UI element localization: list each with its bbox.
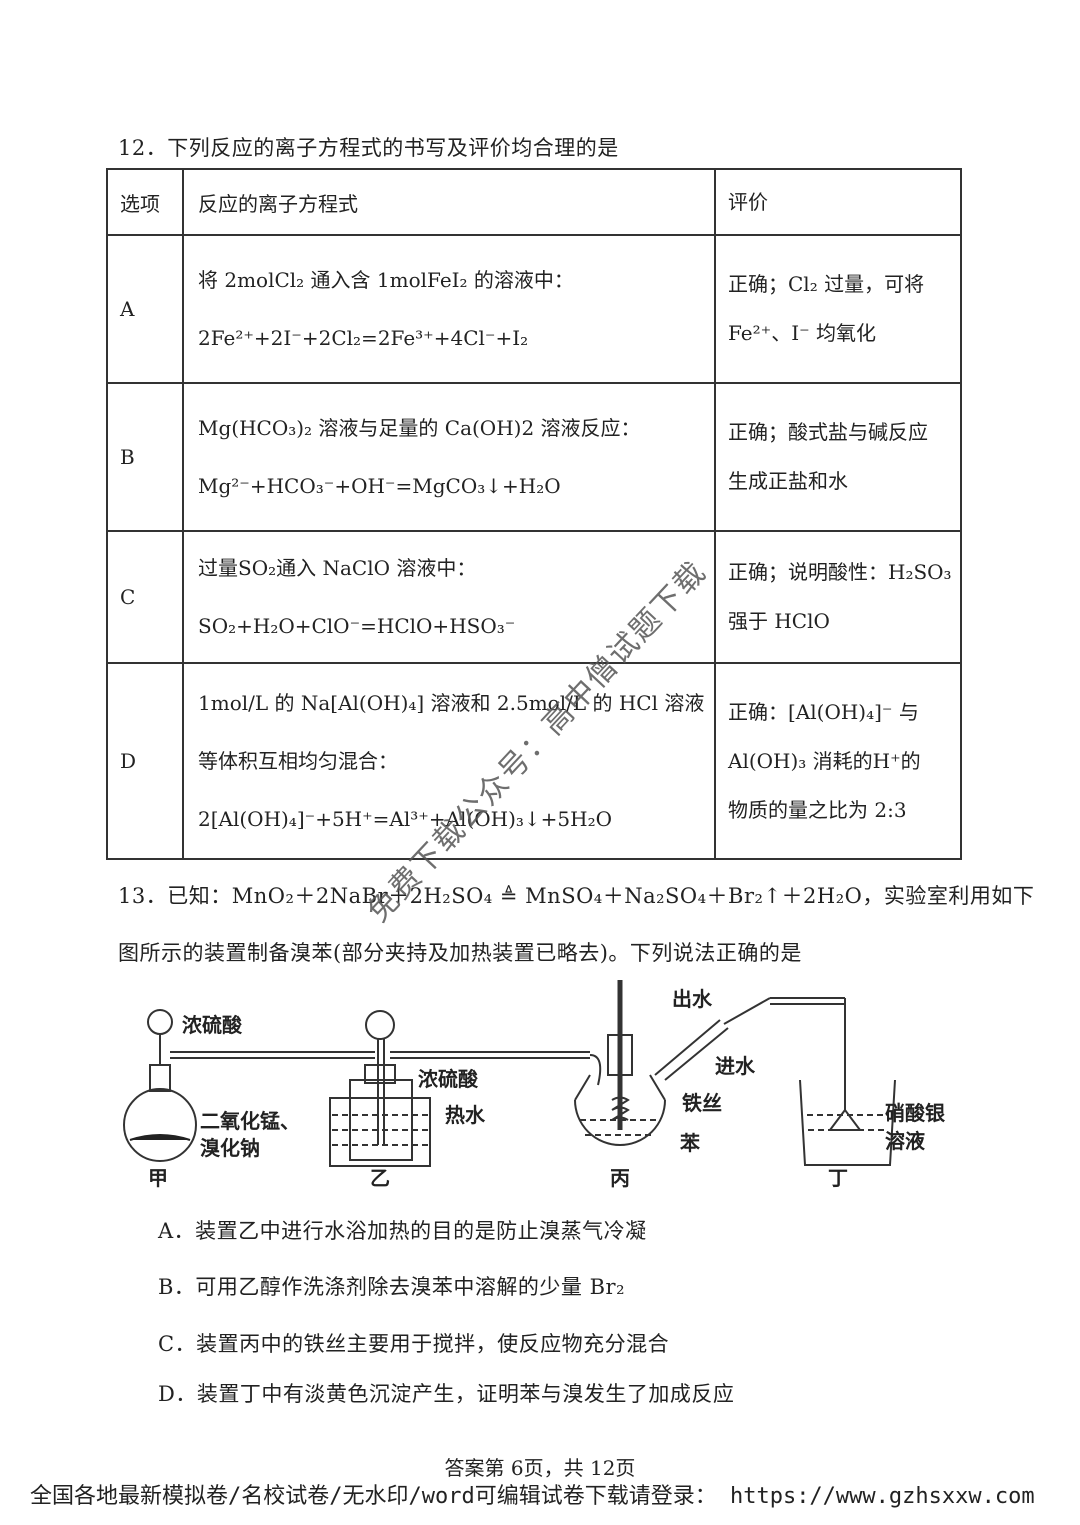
equation-line: 过量SO₂通入 NaClO 溶液中： bbox=[198, 556, 477, 580]
header-option: 选项 bbox=[106, 168, 184, 236]
label-benzene: 苯 bbox=[679, 1131, 700, 1155]
flask-bing bbox=[574, 1099, 666, 1146]
label-iron-wire: 铁丝 bbox=[682, 1091, 722, 1115]
beaker-ding bbox=[799, 1079, 896, 1166]
eval-line: 正确；酸式盐与碱反应 bbox=[728, 420, 928, 444]
equation-line: Mg(HCO₃)₂ 溶液与足量的 Ca(OH)2 溶液反应： bbox=[198, 416, 641, 440]
q13-stem-line1: 13．已知：MnO₂＋2NaBr＋2H₂SO₄ ≜ MnSO₄＋Na₂SO₄＋B… bbox=[118, 884, 1035, 908]
eval-line: Fe²⁺、I⁻ 均氧化 bbox=[728, 321, 877, 345]
equation-line: 1mol/L 的 Na[Al(OH)₄] 溶液和 2.5mol/L 的 HCl … bbox=[198, 691, 705, 715]
equation-line: 2[Al(OH)₄]⁻+5H⁺=Al³⁺+Al(OH)₃↓+5H₂O bbox=[198, 807, 612, 831]
row-equation: Mg(HCO₃)₂ 溶液与足量的 Ca(OH)2 溶液反应： Mg²⁻+HCO₃… bbox=[182, 382, 716, 532]
eval-line: 正确；说明酸性：H₂SO₃ bbox=[728, 560, 952, 584]
table-row: C 过量SO₂通入 NaClO 溶液中： SO₂+H₂O+ClO⁻=HClO+H… bbox=[106, 530, 962, 664]
equation-line: 2Fe²⁺+2I⁻+2Cl₂=2Fe³⁺+4Cl⁻+I₂ bbox=[198, 326, 529, 350]
eval-line: 物质的量之比为 2:3 bbox=[728, 797, 907, 822]
label-bing: 丙 bbox=[610, 1166, 630, 1190]
row-label: B bbox=[106, 382, 184, 532]
label-agno3-line2: 溶液 bbox=[885, 1129, 926, 1153]
eval-line: 生成正盐和水 bbox=[728, 469, 848, 493]
row-label: D bbox=[106, 662, 184, 860]
label-mno2: 二氧化锰、 bbox=[200, 1109, 300, 1133]
q13-option-a: A．装置乙中进行水浴加热的目的是防止溴蒸气冷凝 bbox=[158, 1219, 647, 1243]
page-footer: 答案第 6页，共 12页 bbox=[444, 1456, 636, 1480]
row-eval: 正确；说明酸性：H₂SO₃ 强于 HClO bbox=[714, 530, 962, 664]
label-jia: 甲 bbox=[148, 1166, 168, 1190]
eval-line: 正确；Cl₂ 过量，可将 bbox=[728, 272, 925, 296]
label-water-in: 进水 bbox=[715, 1054, 756, 1078]
apparatus-figure: 浓硫酸 二氧化锰、 溴化钠 甲 浓硫酸 热水 乙 出水 进水 铁丝 苯 丙 硝酸… bbox=[123, 980, 946, 1190]
label-nabr: 溴化钠 bbox=[200, 1136, 260, 1160]
eval-line: 正确：[Al(OH)₄]⁻ 与 bbox=[728, 699, 919, 724]
equation-line: Mg²⁻+HCO₃⁻+OH⁻=MgCO₃↓+H₂O bbox=[198, 474, 561, 498]
row-eval: 正确：[Al(OH)₄]⁻ 与 Al(OH)₃ 消耗的H⁺的 物质的量之比为 2… bbox=[714, 662, 962, 860]
row-equation: 过量SO₂通入 NaClO 溶液中： SO₂+H₂O+ClO⁻=HClO+HSO… bbox=[182, 530, 716, 664]
label-water-out: 出水 bbox=[672, 987, 713, 1011]
table-row: B Mg(HCO₃)₂ 溶液与足量的 Ca(OH)2 溶液反应： Mg²⁻+HC… bbox=[106, 382, 962, 532]
q13-option-b: B．可用乙醇作洗涤剂除去溴苯中溶解的少量 Br₂ bbox=[158, 1275, 625, 1299]
equation-line: SO₂+H₂O+ClO⁻=HClO+HSO₃⁻ bbox=[198, 614, 516, 638]
flask-jia bbox=[123, 1088, 197, 1162]
equation-line: 等体积互相均匀混合： bbox=[198, 749, 398, 773]
equation-line: 将 2molCl₂ 通入含 1molFeI₂ 的溶液中： bbox=[198, 268, 574, 292]
row-equation: 将 2molCl₂ 通入含 1molFeI₂ 的溶液中： 2Fe²⁺+2I⁻+2… bbox=[182, 234, 716, 384]
row-label: A bbox=[106, 234, 184, 384]
table-header-row: 选项 反应的离子方程式 评价 bbox=[106, 168, 962, 236]
q13-stem-line2: 图所示的装置制备溴苯(部分夹持及加热装置已略去)。下列说法正确的是 bbox=[118, 941, 802, 965]
download-banner: 全国各地最新模拟卷/名校试卷/无水印/word可编辑试卷下载请登录： https… bbox=[30, 1484, 1035, 1509]
q12-title: 12．下列反应的离子方程式的书写及评价均合理的是 bbox=[118, 136, 619, 160]
table-row: A 将 2molCl₂ 通入含 1molFeI₂ 的溶液中： 2Fe²⁺+2I⁻… bbox=[106, 234, 962, 384]
label-yi: 乙 bbox=[370, 1166, 390, 1190]
eval-line: Al(OH)₃ 消耗的H⁺的 bbox=[728, 748, 921, 773]
header-equation: 反应的离子方程式 bbox=[182, 168, 716, 236]
q13-option-c: C．装置丙中的铁丝主要用于搅拌，使反应物充分混合 bbox=[158, 1332, 670, 1356]
label-conc-acid-2: 浓硫酸 bbox=[418, 1067, 479, 1091]
table-row: D 1mol/L 的 Na[Al(OH)₄] 溶液和 2.5mol/L 的 HC… bbox=[106, 662, 962, 860]
row-equation: 1mol/L 的 Na[Al(OH)₄] 溶液和 2.5mol/L 的 HCl … bbox=[182, 662, 716, 860]
label-conc-acid-1: 浓硫酸 bbox=[182, 1013, 243, 1037]
label-agno3-line1: 硝酸银 bbox=[885, 1101, 946, 1125]
row-label: C bbox=[106, 530, 184, 664]
row-eval: 正确；Cl₂ 过量，可将 Fe²⁺、I⁻ 均氧化 bbox=[714, 234, 962, 384]
label-ding: 丁 bbox=[828, 1166, 848, 1190]
header-eval: 评价 bbox=[714, 168, 962, 236]
row-eval: 正确；酸式盐与碱反应 生成正盐和水 bbox=[714, 382, 962, 532]
eval-line: 强于 HClO bbox=[728, 609, 830, 633]
label-hot-water: 热水 bbox=[445, 1103, 486, 1127]
q13-option-d: D．装置丁中有淡黄色沉淀产生，证明苯与溴发生了加成反应 bbox=[158, 1382, 735, 1406]
water-bath-yi bbox=[329, 1097, 431, 1167]
q12-table: 选项 反应的离子方程式 评价 A 将 2molCl₂ 通入含 1molFeI₂ … bbox=[106, 168, 962, 860]
